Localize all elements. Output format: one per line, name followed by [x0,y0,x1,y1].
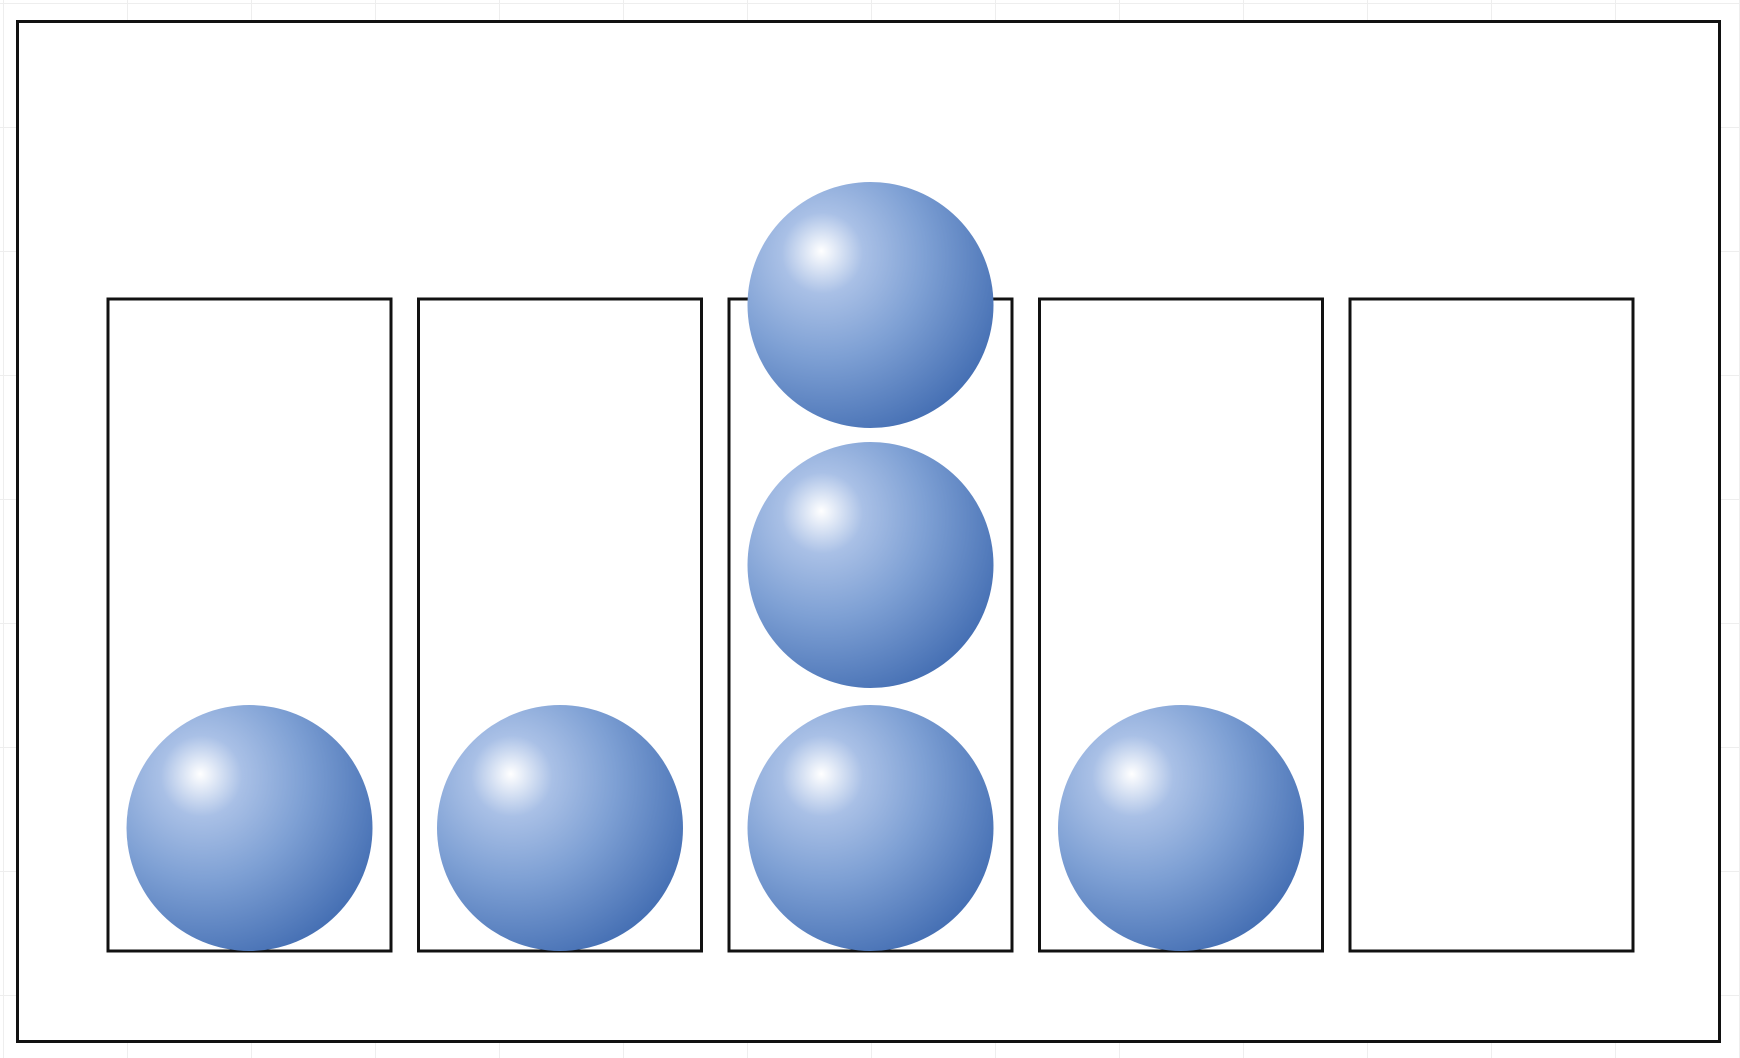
ball-bin1-1 [126,705,373,951]
ball-bin3-1 [747,705,994,951]
ball-bin3-3 [747,182,994,428]
balls-group [126,182,1304,951]
ball-bin4-1 [1058,705,1304,951]
bin-5 [1348,297,1635,953]
ball-bin3-2 [747,442,994,688]
ball-bin2-1 [437,705,683,951]
